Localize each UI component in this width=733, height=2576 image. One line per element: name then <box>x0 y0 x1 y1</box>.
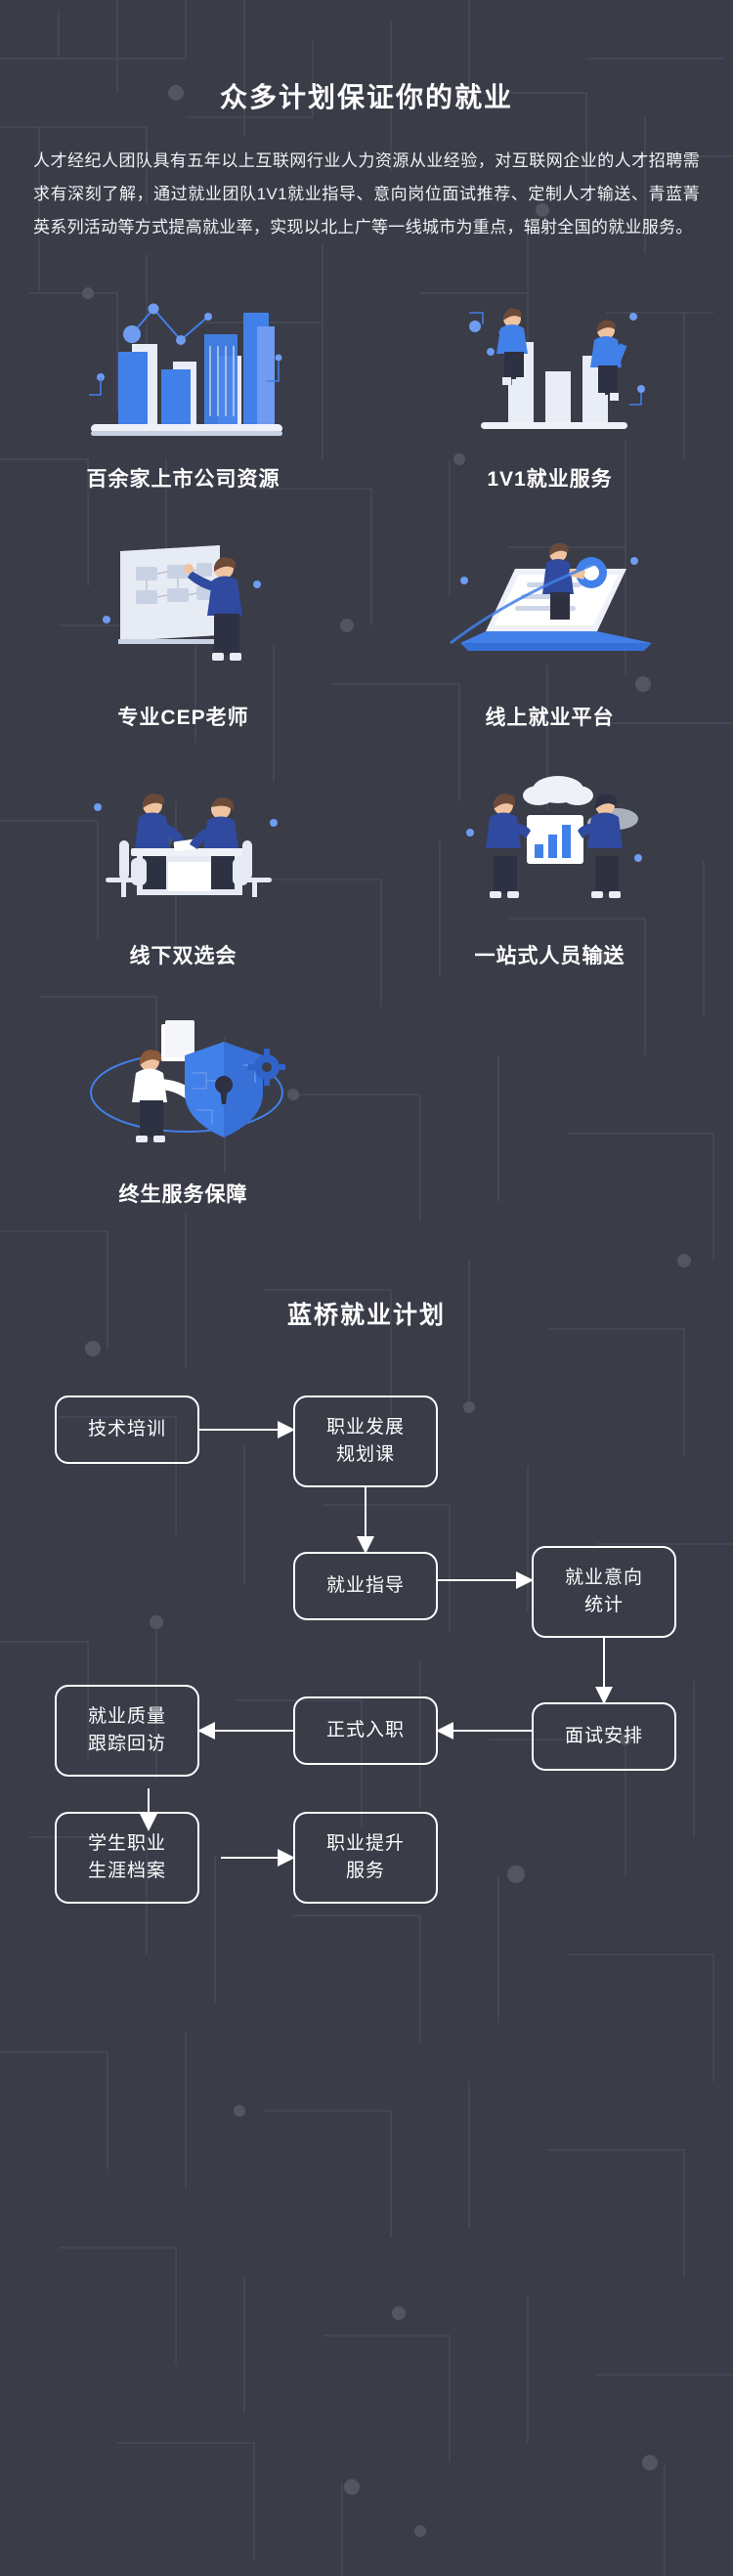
flow-node-interview-arrange[interactable]: 面试安排 <box>532 1702 676 1771</box>
feature-label: 线上就业平台 <box>485 707 615 729</box>
feature-card-offline-job-fair: 线下双选会 <box>0 754 366 969</box>
flow-node-student-archive[interactable]: 学生职业 生涯档案 <box>55 1812 199 1904</box>
flow-node-career-upgrade[interactable]: 职业提升 服务 <box>293 1812 438 1904</box>
plan-title: 蓝桥就业计划 <box>286 1302 446 1329</box>
page-title: 众多计划保证你的就业 <box>219 82 513 112</box>
feature-label: 一站式人员输送 <box>474 945 625 967</box>
feature-label: 终生服务保障 <box>118 1183 248 1206</box>
feature-label: 百余家上市公司资源 <box>86 468 280 491</box>
flow-node-tech-training[interactable]: 技术培训 <box>55 1395 199 1464</box>
employment-plan-flowchart: 技术培训 职业发展 规划课 就业指导 就业意向 统计 面试安排 正式入职 就业质… <box>27 1374 706 1904</box>
feature-label: 专业CEP老师 <box>117 707 249 729</box>
feature-card-lifetime-guarantee: 终生服务保障 <box>0 993 366 1208</box>
feature-grid: 百余家上市公司资源 <box>0 278 733 1231</box>
feature-card-listed-company-resources: 百余家上市公司资源 <box>0 278 366 493</box>
laptop-rocket-icon <box>366 516 733 682</box>
flow-node-quality-followup[interactable]: 就业质量 跟踪回访 <box>55 1685 199 1777</box>
intro-paragraph: 人才经纪人团队具有五年以上互联网行业人力资源从业经验，对互联网企业的人才招聘需求… <box>33 151 700 236</box>
flow-node-intent-statistics[interactable]: 就业意向 统计 <box>532 1546 676 1638</box>
feature-label: 线下双选会 <box>129 945 237 967</box>
feature-card-one-stop-delivery: 一站式人员输送 <box>366 754 733 969</box>
people-chart-icon <box>366 278 733 444</box>
flow-node-employment-guidance[interactable]: 就业指导 <box>293 1552 438 1620</box>
team-chart-cloud-icon <box>366 754 733 921</box>
feature-card-one-to-one-service: 1V1就业服务 <box>366 278 733 493</box>
feature-grid-spacer <box>366 993 733 1208</box>
feature-card-professional-cep-teacher: 专业CEP老师 <box>0 516 366 731</box>
teacher-whiteboard-icon <box>0 516 366 682</box>
flow-node-formal-onboard[interactable]: 正式入职 <box>293 1696 438 1765</box>
interview-desk-icon <box>0 754 366 921</box>
shield-lock-icon <box>0 993 366 1159</box>
feature-label: 1V1就业服务 <box>487 468 613 491</box>
feature-card-online-platform: 线上就业平台 <box>366 516 733 731</box>
flow-node-career-planning[interactable]: 职业发展 规划课 <box>293 1395 438 1487</box>
bar-chart-city-icon <box>0 278 366 444</box>
